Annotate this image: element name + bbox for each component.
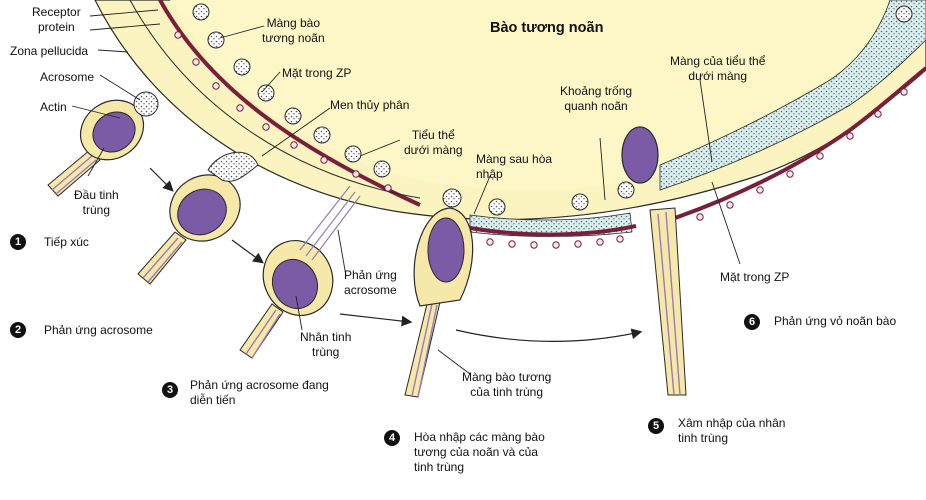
step-2-badge: 2 bbox=[10, 322, 26, 338]
step-3-badge: 3 bbox=[162, 382, 178, 398]
oocyte-membrane bbox=[158, 0, 421, 207]
sperm-2 bbox=[137, 151, 259, 285]
sperm-4 bbox=[404, 207, 474, 398]
perivitelline-space bbox=[659, 0, 926, 191]
actin-label: Actin bbox=[40, 100, 67, 114]
step-1-badge: 1 bbox=[10, 234, 26, 250]
acrosome-label: Acrosome bbox=[40, 70, 95, 84]
step-2-text: Phản ứng acrosome bbox=[44, 323, 153, 337]
inner-zp-label-top: Mặt trong ZP bbox=[282, 66, 352, 80]
acrosome-reaction-label: Phản ứng acrosome bbox=[344, 268, 397, 297]
receptor-dots bbox=[174, 31, 908, 249]
step-3-text: Phản ứng acrosome đang diễn tiến bbox=[190, 378, 329, 407]
step-5-text: Xâm nhập của nhân tinh trùng bbox=[678, 416, 786, 445]
leader-lines bbox=[71, 9, 741, 375]
step-4-badge: 4 bbox=[384, 430, 400, 446]
perivitelline-space-label: Khoảng trống quanh noãn bbox=[560, 84, 633, 113]
oocyte-cytoplasm-title: Bào tương noãn bbox=[490, 20, 604, 36]
sperm-5 bbox=[621, 126, 687, 396]
cortical-granules bbox=[192, 3, 913, 216]
step-1-text: Tiếp xúc bbox=[44, 235, 89, 249]
step-5-badge: 5 bbox=[648, 418, 664, 434]
cortical-granule-label: Tiểu thể dưới màng bbox=[404, 128, 463, 157]
step-6-text: Phản ứng vỏ noãn bào bbox=[774, 314, 897, 328]
sperm-membrane-label: Màng bào tương của tinh trùng bbox=[462, 370, 552, 399]
zona-pellucida-label: Zona pellucida bbox=[10, 44, 89, 58]
step-4-text: Hòa nhập các màng bào tương của noãn và … bbox=[414, 430, 545, 474]
oocyte-membrane-label: Màng bào tương noãn bbox=[262, 16, 325, 45]
receptor-protein-label: Receptor protein bbox=[32, 5, 81, 34]
sperm-nucleus-label: Nhân tinh trùng bbox=[300, 330, 352, 359]
sperm-3 bbox=[239, 185, 361, 359]
step-6-badge: 6 bbox=[744, 314, 760, 330]
post-fusion-membrane-label: Màng sau hòa nhập bbox=[476, 152, 553, 181]
inner-zp-label-right: Mặt trong ZP bbox=[720, 270, 790, 284]
sperm-head-label: Đầu tinh trùng bbox=[74, 188, 119, 217]
cortical-granule-membrane-label: Màng của tiểu thể dưới màng bbox=[670, 54, 766, 83]
sperm-1 bbox=[47, 91, 159, 197]
hydrolytic-enzymes-label: Men thủy phân bbox=[330, 98, 410, 112]
